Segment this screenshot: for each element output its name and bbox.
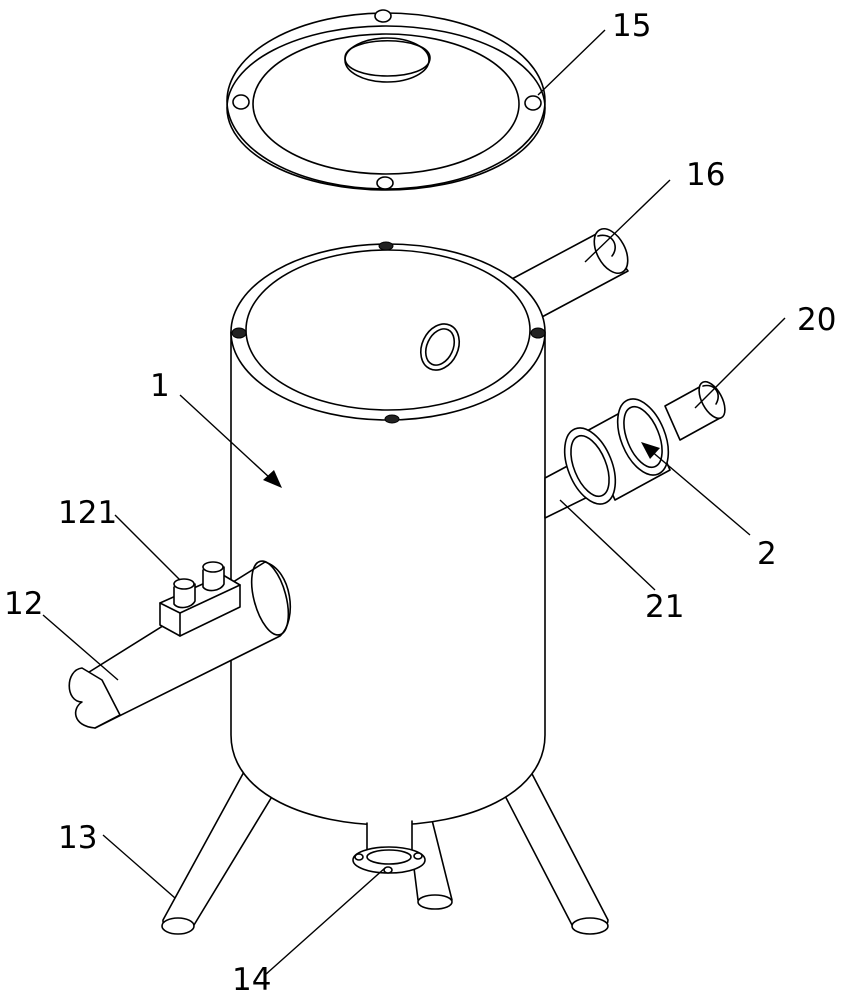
arrow-1 bbox=[179, 394, 282, 488]
label-12: 12 bbox=[4, 586, 43, 622]
label-1: 1 bbox=[150, 368, 170, 404]
label-21: 21 bbox=[645, 589, 684, 625]
label-13: 13 bbox=[58, 820, 97, 856]
label-121: 121 bbox=[58, 495, 117, 531]
coupling-2 bbox=[563, 398, 671, 505]
lid-ring bbox=[226, 12, 546, 191]
label-14: 14 bbox=[232, 962, 271, 998]
label-15: 15 bbox=[612, 8, 651, 44]
label-2: 2 bbox=[757, 536, 777, 572]
label-20: 20 bbox=[797, 302, 836, 338]
reference-labels: 15 16 20 1 2 21 121 12 13 14 bbox=[4, 8, 836, 998]
arrow-2 bbox=[641, 442, 751, 536]
bottom-drain-14 bbox=[352, 820, 426, 874]
label-16: 16 bbox=[686, 157, 725, 193]
outlet-pipe-16 bbox=[509, 228, 629, 319]
sensor-block-121 bbox=[159, 561, 241, 637]
pipe-20 bbox=[664, 380, 726, 441]
leader-lines bbox=[42, 29, 786, 976]
support-legs bbox=[161, 769, 609, 935]
tank-body bbox=[230, 243, 546, 826]
lid-bolts bbox=[232, 9, 542, 190]
tank-rim-bolts bbox=[231, 241, 546, 424]
